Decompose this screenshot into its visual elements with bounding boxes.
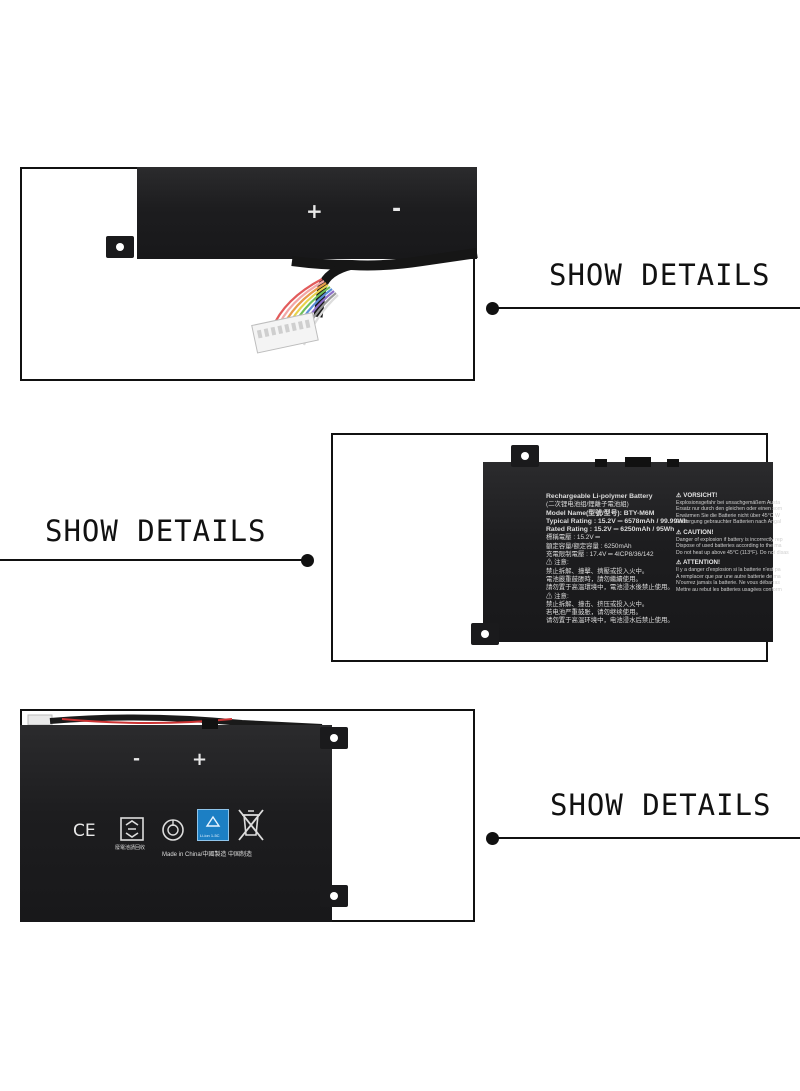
battery-notch: [667, 459, 679, 467]
recycling-badge-icon: Li-ion 1-5C: [197, 809, 229, 841]
made-in-china-text: Made in China/中國製造 中国制造: [162, 852, 253, 858]
mounting-tab: [106, 236, 134, 258]
recycle-icon: [120, 817, 144, 841]
mounting-tab: [471, 623, 499, 645]
recycle-arrows-icon: [205, 815, 221, 827]
mounting-tab: [320, 885, 348, 907]
battery-body: [137, 167, 477, 259]
mounting-tab: [511, 445, 539, 467]
callout-line-middle: [0, 559, 308, 561]
battery-photo-bottom: - + CE 廢電池請回收 Li-ion 1-5C Made in China/…: [20, 709, 475, 922]
callout-dot-middle: [301, 554, 314, 567]
battery-body: [20, 725, 332, 922]
show-details-link-top[interactable]: SHOW DETAILS: [549, 258, 771, 292]
positive-terminal-mark: +: [192, 749, 208, 770]
negative-terminal-mark: -: [392, 197, 402, 222]
battery-spec-label: Rechargeable Li-polymer Battery (二次锂电池组/…: [546, 493, 688, 625]
crossed-bin-icon: [238, 809, 264, 841]
battery-notch: [625, 457, 651, 467]
battery-warnings: ⚠ VORSICHT! Explosionsgefahr bei unsachg…: [676, 492, 789, 593]
battery-photo-top: + -: [20, 167, 478, 381]
battery-photo-label: Rechargeable Li-polymer Battery (二次锂电池组/…: [331, 433, 789, 662]
callout-line-bottom: [492, 837, 800, 839]
negative-terminal-mark: -: [133, 749, 141, 769]
battery-notch: [595, 459, 607, 467]
ce-mark-icon: CE: [73, 821, 96, 841]
battery-cable-connector: [251, 248, 478, 354]
mounting-tab: [320, 727, 348, 749]
positive-terminal-mark: +: [306, 199, 323, 223]
show-details-link-bottom[interactable]: SHOW DETAILS: [550, 788, 772, 822]
battery-notch: [202, 719, 218, 729]
battery-body: [483, 462, 773, 642]
show-details-link-middle[interactable]: SHOW DETAILS: [45, 514, 267, 548]
recycle-caption: 廢電池請回收: [115, 845, 146, 851]
energy-star-icon: [162, 819, 184, 841]
callout-line-top: [492, 307, 800, 309]
